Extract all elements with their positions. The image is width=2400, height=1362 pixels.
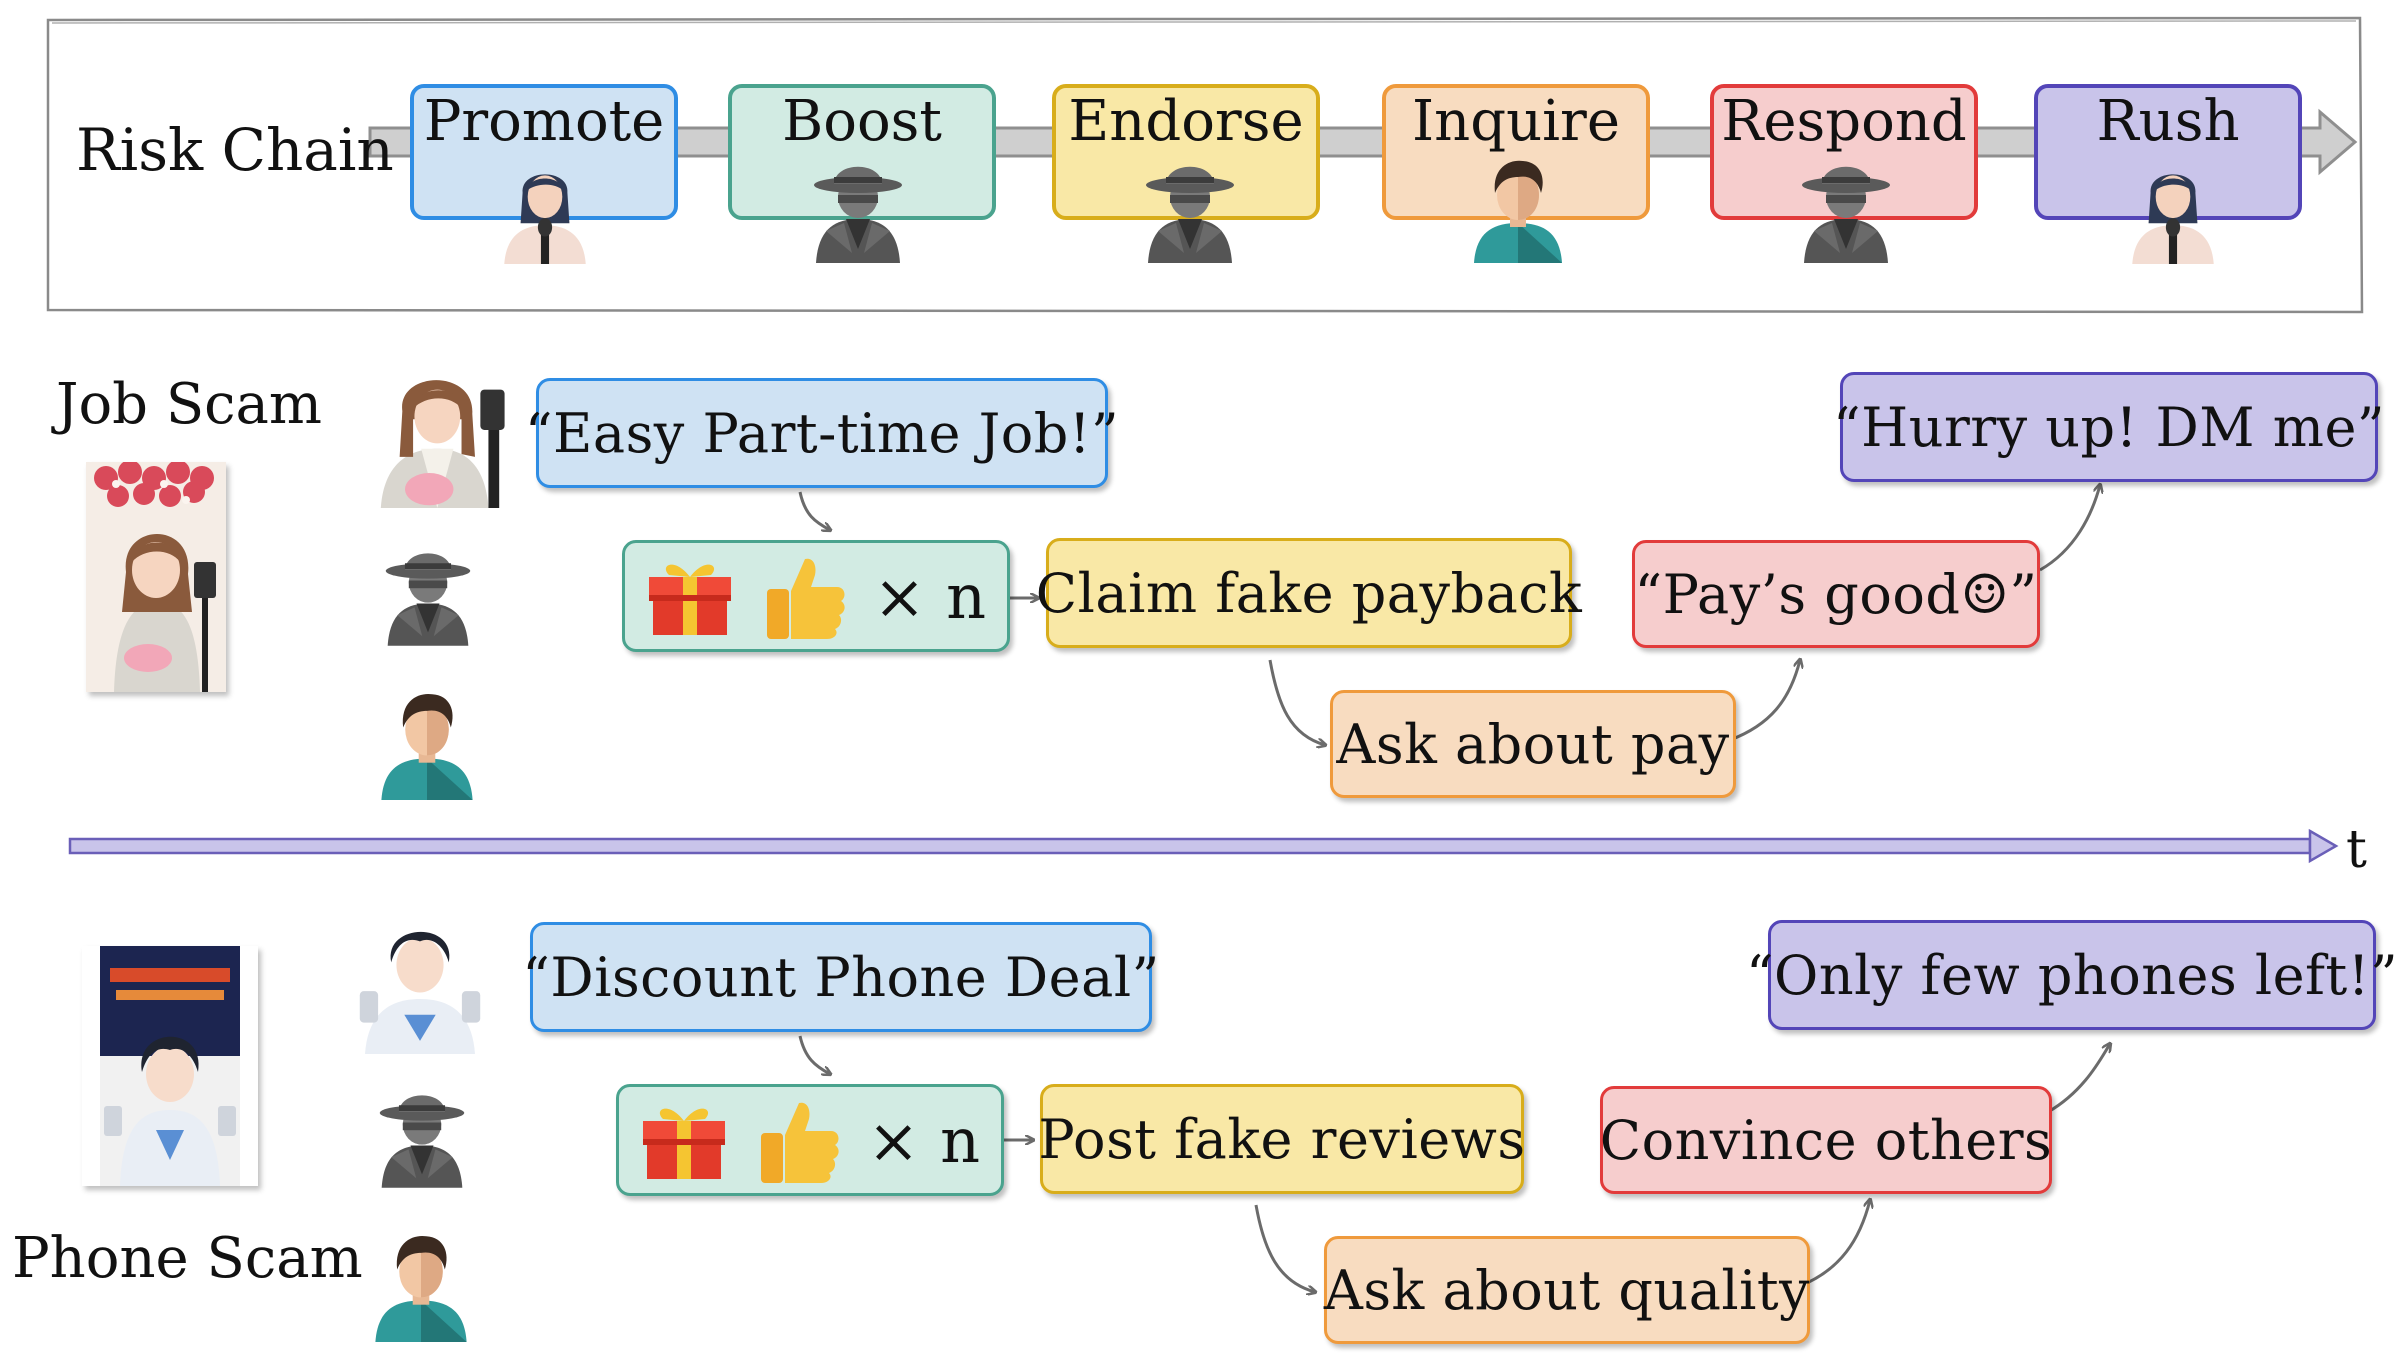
phone-scam-thumbnail-image xyxy=(82,946,258,1186)
hidden-agent-icon xyxy=(1796,152,1896,264)
stage-promote-label: Promote xyxy=(423,89,665,154)
phone-rush-box: “Only few phones left!” xyxy=(1746,920,2398,1030)
job-arrow-respond-rush xyxy=(2039,485,2100,572)
risk-chain-frame xyxy=(46,16,2364,314)
viewer-avatar-icon xyxy=(372,686,482,800)
phone-arrow-promote-boost xyxy=(798,1035,830,1074)
streamer-avatar-icon xyxy=(490,152,600,264)
job-boost-box: × n xyxy=(622,540,1010,652)
stage-boost-label: Boost xyxy=(782,89,942,154)
stage-rush-label: Rush xyxy=(2096,89,2240,154)
phone-inquire-box: Ask about quality xyxy=(1324,1236,1810,1344)
hidden-agent-icon xyxy=(380,538,476,648)
thumbs-up-icon xyxy=(761,1102,840,1183)
job-arrow-endorse-inquire xyxy=(1268,659,1325,745)
job-boost-multiplier: × n xyxy=(873,559,987,633)
job-arrow-inquire-respond xyxy=(1729,660,1800,742)
stage-endorse-label: Endorse xyxy=(1068,89,1304,154)
viewer-avatar-icon xyxy=(1468,152,1568,264)
job-inquire-box: Ask about pay xyxy=(1330,690,1736,798)
stage-inquire-label: Inquire xyxy=(1412,89,1620,154)
phone-promote-box: “Discount Phone Deal” xyxy=(522,922,1159,1032)
risk-chain-title: Risk Chain xyxy=(76,116,394,184)
knitting-streamer-icon xyxy=(370,360,510,508)
job-respond-box: “Pay’s good☺” xyxy=(1632,540,2040,648)
job-endorse-box: Claim fake payback xyxy=(1036,538,1582,648)
viewer-avatar-icon xyxy=(366,1228,476,1342)
hidden-agent-icon xyxy=(1140,152,1240,264)
phone-arrow-respond-rush xyxy=(2047,1044,2110,1114)
hidden-agent-icon xyxy=(374,1080,470,1190)
risk-chain-arrow xyxy=(368,108,2358,176)
timeline-arrow xyxy=(68,828,2339,864)
phone-endorse-box: Post fake reviews xyxy=(1038,1084,1525,1194)
job-scam-thumbnail-image xyxy=(86,462,226,692)
job-rush-box: “Hurry up! DM me” xyxy=(1833,372,2385,482)
phone-arrow-endorse-inquire xyxy=(1254,1204,1315,1292)
thumbs-up-icon xyxy=(767,558,846,639)
gift-icon xyxy=(643,1108,726,1179)
job-scam-title: Job Scam xyxy=(56,372,323,437)
phone-streamer-icon xyxy=(350,910,490,1054)
stage-respond-label: Respond xyxy=(1721,89,1967,154)
phone-boost-multiplier: × n xyxy=(867,1103,981,1177)
phone-boost-box: × n xyxy=(616,1084,1004,1196)
phone-scam-title: Phone Scam xyxy=(12,1226,363,1291)
job-promote-box: “Easy Part-time Job!” xyxy=(525,378,1119,488)
hidden-agent-icon xyxy=(808,152,908,264)
job-arrow-promote-boost xyxy=(798,491,830,530)
gift-icon xyxy=(649,564,732,635)
phone-respond-box: Convince others xyxy=(1600,1086,2052,1194)
phone-arrow-inquire-respond xyxy=(1799,1200,1870,1288)
timeline-axis-label: t xyxy=(2346,820,2367,880)
streamer-avatar-icon xyxy=(2118,152,2228,264)
